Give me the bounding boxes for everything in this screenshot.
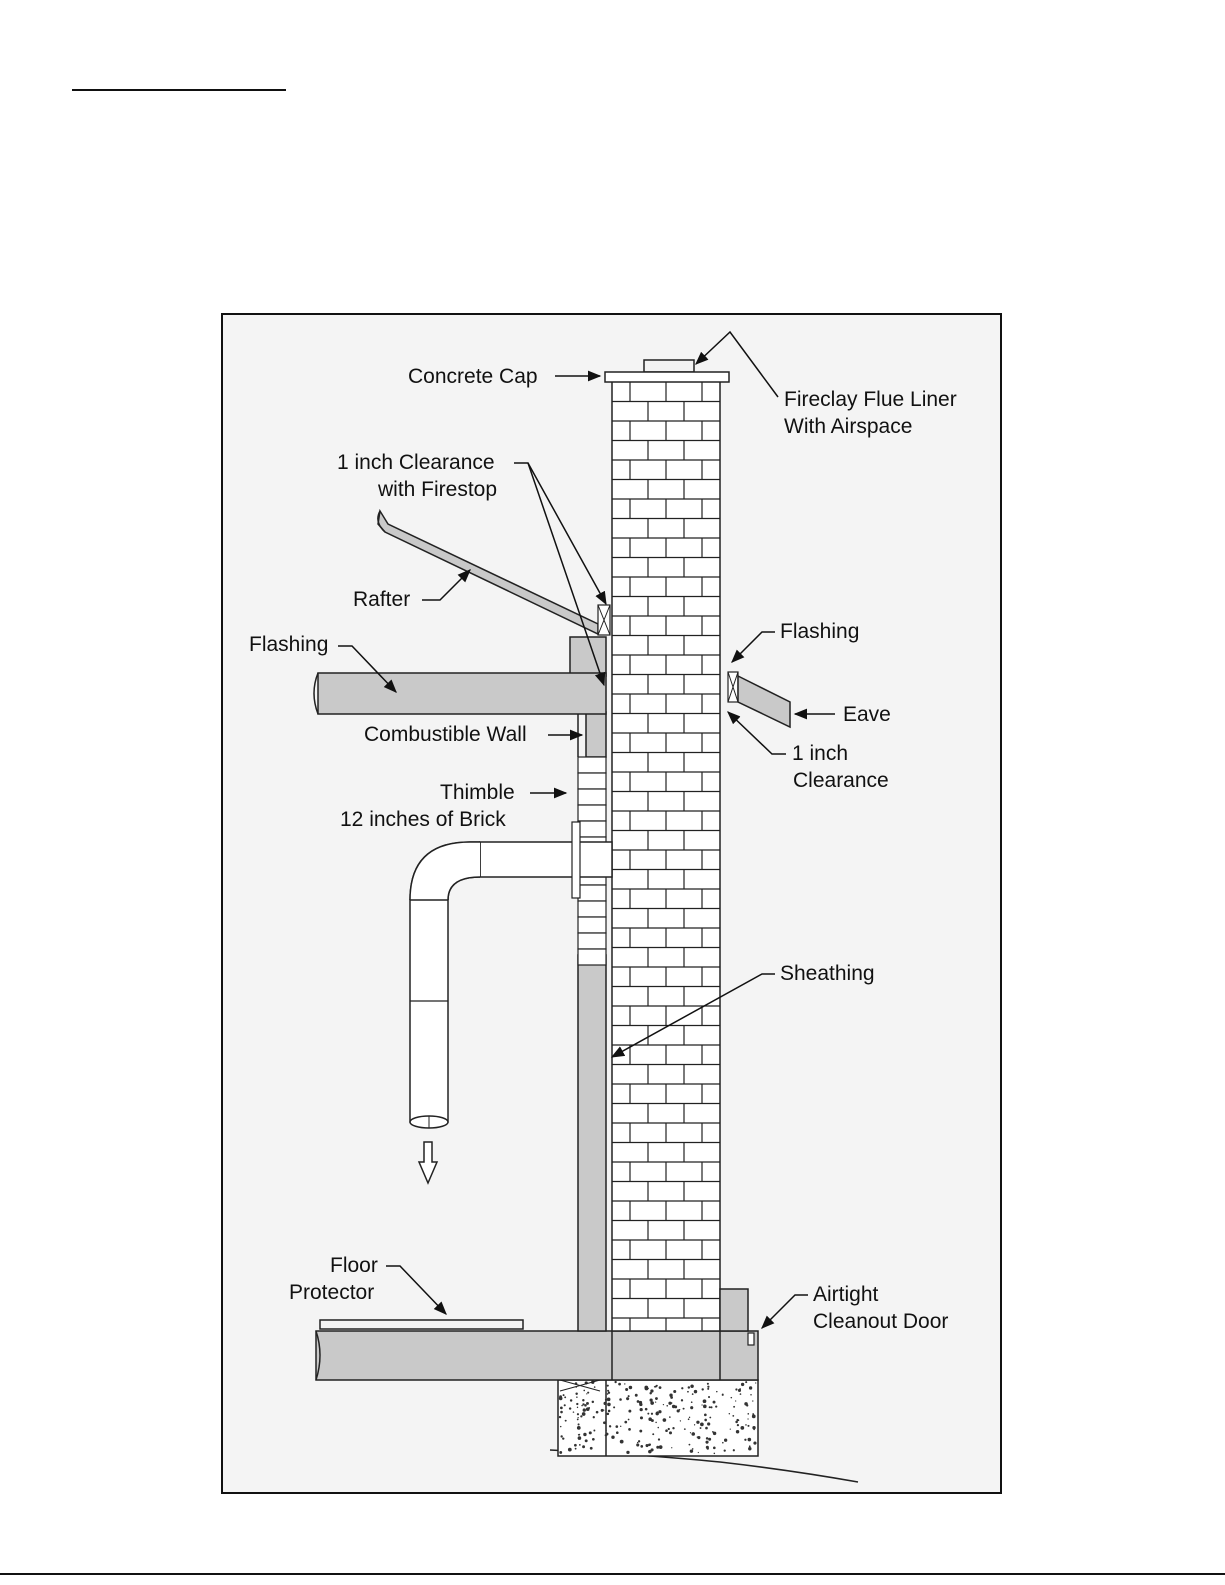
label-clearance-right-line1: 1 inch — [792, 742, 848, 765]
label-thimble-bricks: 12 inches of Brick — [340, 808, 506, 831]
concrete-cap-slab — [605, 372, 729, 382]
label-flue-liner-line1: Fireclay Flue Liner — [784, 388, 957, 411]
label-cleanout-line1: Airtight — [813, 1283, 879, 1306]
label-sheathing: Sheathing — [780, 962, 875, 985]
label-floor-protector-line1: Floor — [330, 1254, 378, 1277]
label-cleanout-line2: Cleanout Door — [813, 1310, 948, 1333]
label-eave: Eave — [843, 703, 891, 726]
label-combustible-wall: Combustible Wall — [364, 723, 527, 746]
label-floor-protector-line2: Protector — [289, 1281, 374, 1304]
floor-protector-plate — [320, 1320, 523, 1329]
label-flue-liner-line2: With Airspace — [784, 415, 912, 438]
left-flashing-beam — [314, 673, 606, 714]
flue-liner-top — [644, 360, 694, 372]
label-concrete-cap: Concrete Cap — [408, 365, 538, 388]
label-thimble: Thimble — [440, 781, 515, 804]
label-clearance-firestop-line2: with Firestop — [377, 478, 497, 501]
chimney-brick-stack — [612, 380, 720, 1331]
label-clearance-firestop-line1: 1 inch Clearance — [337, 451, 495, 474]
concrete-footing — [558, 1380, 758, 1456]
label-flashing-left: Flashing — [249, 633, 328, 656]
label-clearance-right-line2: Clearance — [793, 769, 889, 792]
label-flashing-right: Flashing — [780, 620, 859, 643]
label-rafter: Rafter — [353, 588, 410, 611]
